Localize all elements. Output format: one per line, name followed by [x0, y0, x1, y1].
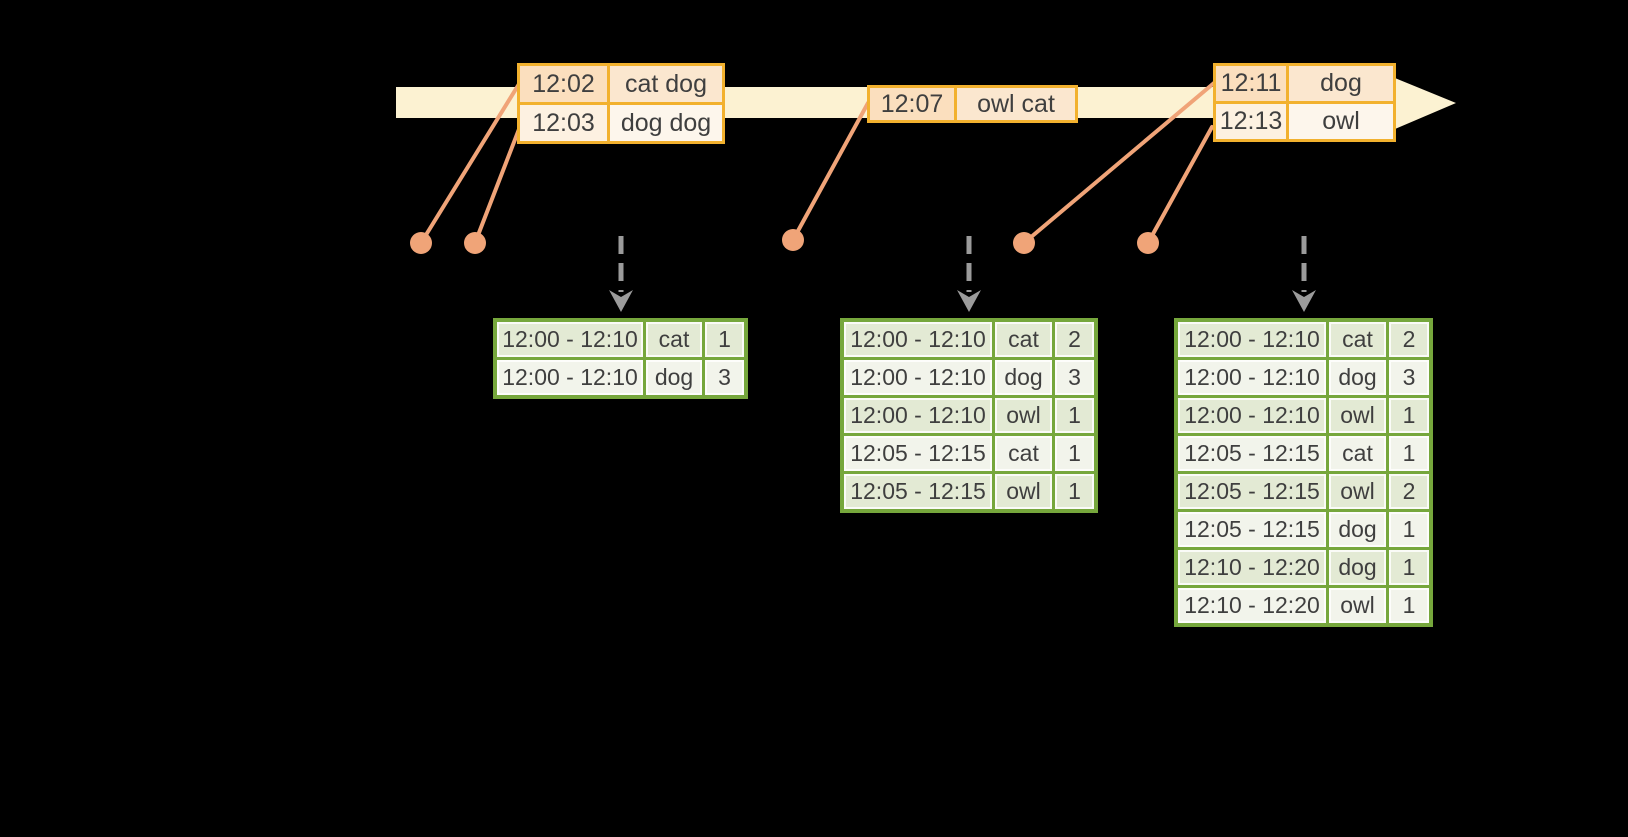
event-dot-3: [782, 229, 804, 251]
trigger-arrowhead-icon-2: [957, 290, 981, 312]
event-time-cell: 12:02: [520, 66, 607, 102]
result-word-cell: cat: [995, 436, 1052, 471]
result-word-cell: cat: [1329, 436, 1386, 471]
result-word-cell: dog: [1329, 512, 1386, 547]
event-dot-2: [464, 232, 486, 254]
result-count-cell: 1: [1055, 474, 1094, 509]
result-window-cell: 12:00 - 12:10: [1178, 360, 1326, 395]
result-count-cell: 3: [705, 360, 744, 395]
result-word-cell: dog: [1329, 360, 1386, 395]
result-count-cell: 2: [1389, 322, 1429, 357]
result-count-cell: 1: [1055, 398, 1094, 433]
result-count-cell: 1: [1389, 436, 1429, 471]
result-table-2: 12:00 - 12:10 cat 2 12:00 - 12:10 dog 3 …: [840, 318, 1098, 513]
result-window-cell: 12:00 - 12:10: [497, 360, 643, 395]
result-window-cell: 12:00 - 12:10: [1178, 322, 1326, 357]
result-window-cell: 12:10 - 12:20: [1178, 588, 1326, 623]
connector-line-1207: [791, 101, 870, 242]
event-time-cell: 12:11: [1216, 66, 1286, 101]
result-count-cell: 1: [1389, 512, 1429, 547]
event-table-2: 12:07 owl cat: [867, 85, 1078, 123]
result-count-cell: 1: [705, 322, 744, 357]
result-window-cell: 12:05 - 12:15: [1178, 474, 1326, 509]
result-window-cell: 12:05 - 12:15: [844, 474, 992, 509]
result-word-cell: owl: [1329, 588, 1386, 623]
result-word-cell: cat: [995, 322, 1052, 357]
event-dot-1: [410, 232, 432, 254]
result-count-cell: 2: [1055, 322, 1094, 357]
result-window-cell: 12:05 - 12:15: [844, 436, 992, 471]
result-count-cell: 1: [1389, 398, 1429, 433]
event-words-cell: dog: [1289, 66, 1393, 101]
result-word-cell: cat: [646, 322, 702, 357]
event-words-cell: cat dog: [610, 66, 722, 102]
result-word-cell: owl: [995, 398, 1052, 433]
result-table-1: 12:00 - 12:10 cat 1 12:00 - 12:10 dog 3: [493, 318, 748, 399]
result-word-cell: owl: [1329, 474, 1386, 509]
result-count-cell: 2: [1389, 474, 1429, 509]
result-window-cell: 12:00 - 12:10: [497, 322, 643, 357]
connector-line-1203: [473, 122, 523, 245]
result-word-cell: dog: [1329, 550, 1386, 585]
result-window-cell: 12:05 - 12:15: [1178, 512, 1326, 547]
result-count-cell: 1: [1389, 588, 1429, 623]
result-window-cell: 12:05 - 12:15: [1178, 436, 1326, 471]
event-table-1: 12:02 cat dog 12:03 dog dog: [517, 63, 725, 144]
result-word-cell: dog: [995, 360, 1052, 395]
result-window-cell: 12:00 - 12:10: [1178, 398, 1326, 433]
event-time-cell: 12:13: [1216, 104, 1286, 139]
connector-line-1213: [1146, 125, 1214, 245]
event-table-3: 12:11 dog 12:13 owl: [1213, 63, 1396, 142]
result-count-cell: 1: [1055, 436, 1094, 471]
event-time-cell: 12:03: [520, 105, 607, 141]
result-word-cell: dog: [646, 360, 702, 395]
event-dot-4: [1013, 232, 1035, 254]
result-window-cell: 12:00 - 12:10: [844, 322, 992, 357]
connector-line-1202: [419, 82, 521, 245]
event-dot-5: [1137, 232, 1159, 254]
result-count-cell: 1: [1389, 550, 1429, 585]
result-window-cell: 12:00 - 12:10: [844, 360, 992, 395]
result-table-3: 12:00 - 12:10 cat 2 12:00 - 12:10 dog 3 …: [1174, 318, 1433, 627]
result-window-cell: 12:10 - 12:20: [1178, 550, 1326, 585]
result-count-cell: 3: [1389, 360, 1429, 395]
trigger-arrowhead-icon-3: [1292, 290, 1316, 312]
result-window-cell: 12:00 - 12:10: [844, 398, 992, 433]
result-word-cell: owl: [1329, 398, 1386, 433]
event-words-cell: owl: [1289, 104, 1393, 139]
result-count-cell: 3: [1055, 360, 1094, 395]
result-word-cell: cat: [1329, 322, 1386, 357]
trigger-arrowhead-icon-1: [609, 290, 633, 312]
connector-line-1211: [1022, 81, 1216, 245]
event-words-cell: dog dog: [610, 105, 722, 141]
event-time-cell: 12:07: [870, 88, 954, 120]
event-words-cell: owl cat: [957, 88, 1075, 120]
result-word-cell: owl: [995, 474, 1052, 509]
